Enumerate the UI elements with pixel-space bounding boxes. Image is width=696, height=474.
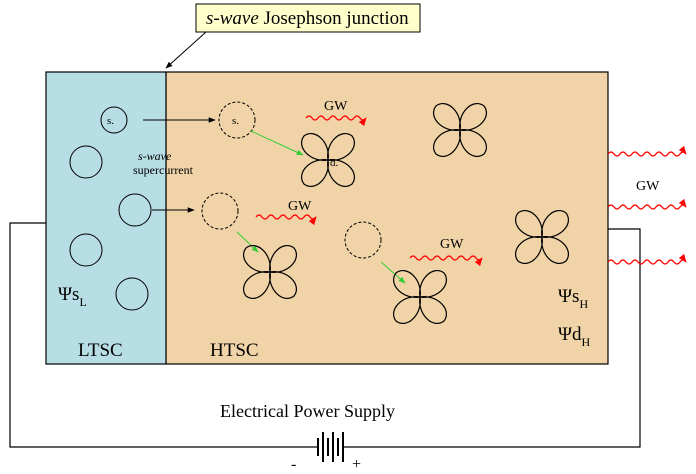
gw-label: GW	[288, 199, 312, 214]
gw-wave	[305, 115, 367, 127]
htsc-label: HTSC	[210, 340, 259, 361]
battery-minus-label: -	[291, 456, 296, 473]
psi-s-h-label: ΨsH	[558, 286, 588, 311]
circuit-wire-left	[9, 222, 290, 448]
cooper-pair	[69, 233, 103, 267]
power-supply-label: Electrical Power Supply	[220, 401, 395, 421]
htsc-s-orbital	[218, 101, 256, 139]
conversion-arrow	[380, 261, 406, 284]
d-orbital-label: d.	[330, 157, 339, 169]
htsc-s-orbital	[201, 192, 239, 230]
battery-icon	[290, 432, 362, 462]
ltsc-s-label: s.	[107, 115, 114, 127]
gw-wave	[255, 214, 317, 226]
gw-wave-out	[607, 198, 687, 210]
gw-label: GW	[324, 99, 348, 114]
htsc-s-orbital	[344, 221, 382, 259]
gw-wave-out	[607, 253, 687, 265]
supercurrent-label: supercurrent	[133, 163, 194, 177]
swave-label: s-wave	[138, 149, 172, 163]
gw-out-label: GW	[636, 179, 660, 194]
psi-d-h-label: ΨdH	[558, 324, 591, 349]
gw-label: GW	[440, 237, 464, 252]
callout-pointer	[165, 31, 207, 69]
conversion-arrow	[250, 130, 304, 156]
conversion-arrow	[236, 231, 259, 253]
callout-box	[195, 3, 421, 33]
cooper-pair	[118, 193, 152, 227]
battery-plus-label: +	[352, 456, 361, 473]
htsc-s-label: s.	[232, 115, 239, 127]
cooper-pair	[115, 277, 149, 311]
cooper-pair	[69, 145, 103, 179]
gw-wave	[409, 255, 483, 267]
psi-s-l-label: ΨsL	[58, 284, 87, 309]
ltsc-label: LTSC	[78, 340, 123, 361]
circuit-wire-right	[362, 228, 641, 448]
ltsc-region	[45, 71, 167, 365]
gw-wave-out	[607, 145, 687, 157]
callout-title: s-wave Josephson junction	[206, 8, 409, 29]
ltsc-s-orbital	[100, 106, 128, 134]
